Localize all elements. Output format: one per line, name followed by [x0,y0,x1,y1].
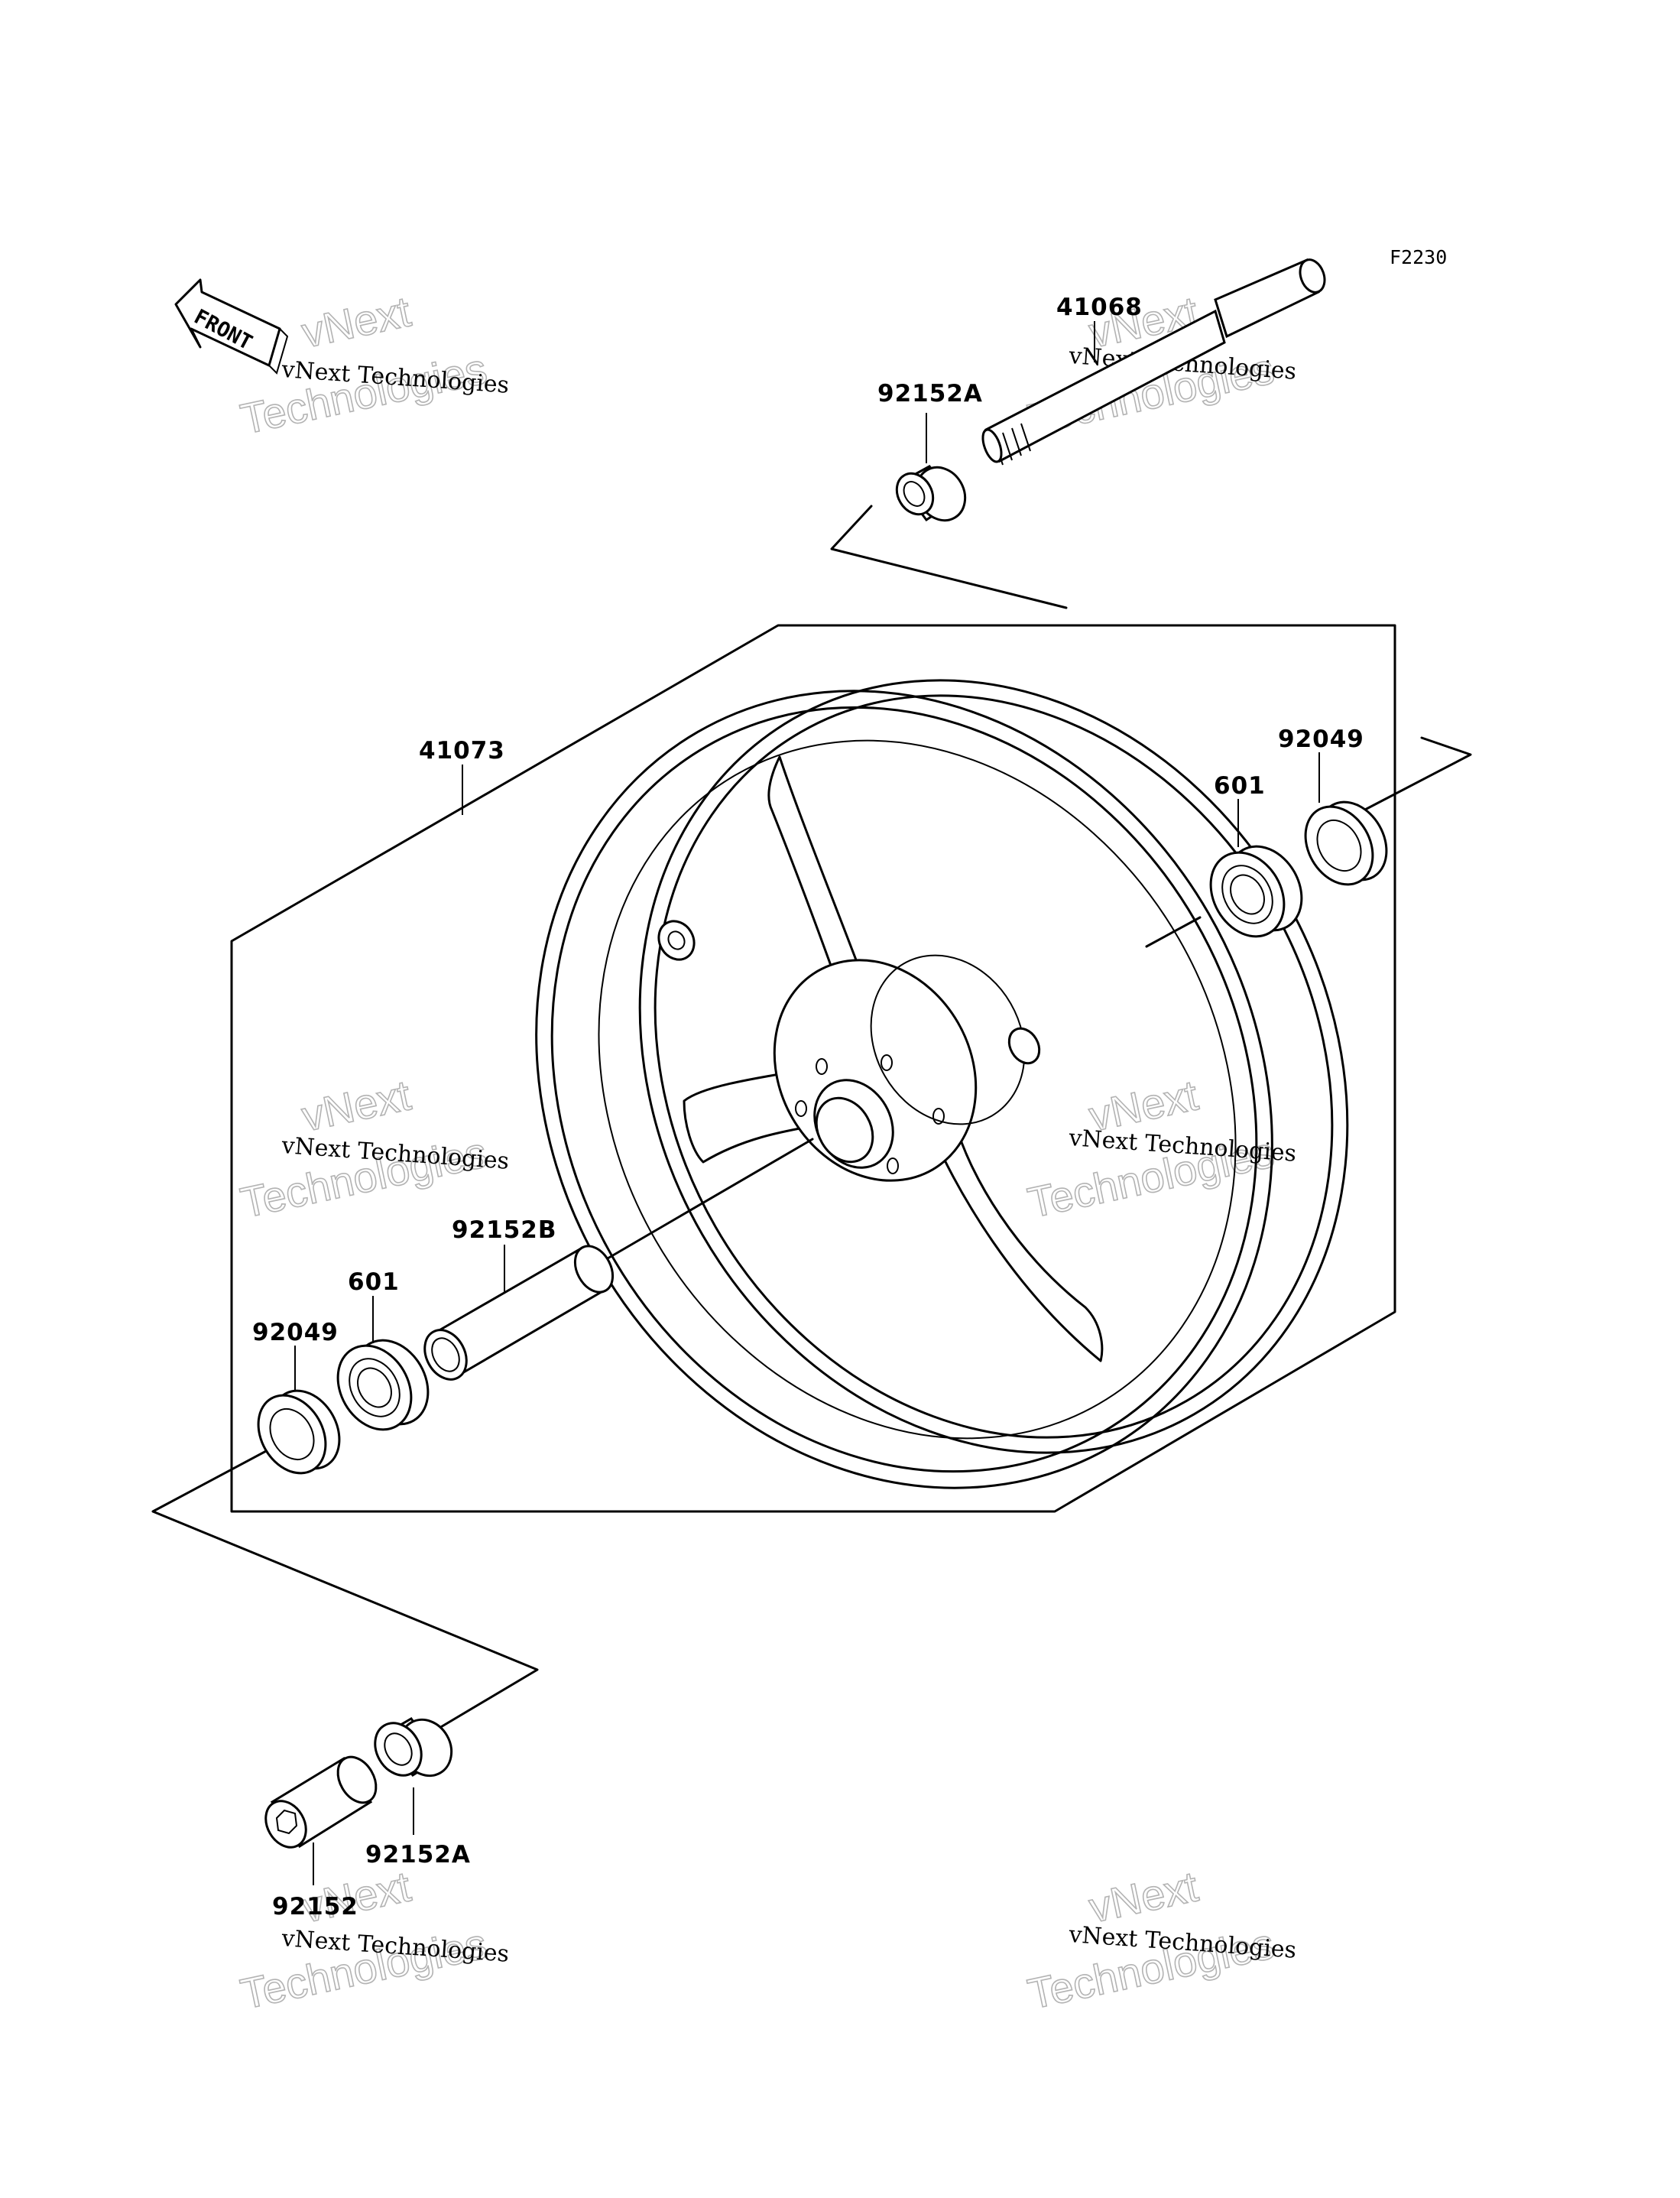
collar-top [895,465,967,522]
bearing-right-axis-leader [1145,916,1202,948]
svg-text:vNext: vNext [297,287,415,356]
oil-seal-right [1304,800,1388,886]
watermark-bottom-right: vNext Technologies vNext Technologies [1023,1861,1298,2018]
collar-nut [264,1755,378,1849]
oil-seal-left-part-number: 92049 [252,1319,339,1346]
axle [981,258,1326,466]
bearing-right [1209,845,1303,938]
watermark-bottom-left: vNext Technologies vNext Technologies [236,1861,511,2018]
left-collar-leader [151,1449,539,1729]
collar-nut-part-number: 92152 [272,1893,358,1920]
oil-seal-left [257,1389,341,1475]
axle-assembly-leader [830,505,1068,609]
right-seal-leader [1362,736,1472,812]
wheel [535,679,1349,1489]
figure-code: F2230 [1390,246,1447,268]
watermark-middle-left: vNext Technologies vNext Technologies [236,1070,511,1227]
front-arrow-icon: FRONT [174,278,289,375]
axle-part-number: 41068 [1056,294,1143,321]
svg-text:vNext: vNext [297,1070,415,1140]
wheel-part-number: 41073 [419,737,505,765]
collar-center-axis-leader [606,1138,814,1260]
svg-text:vNext: vNext [1085,1862,1202,1931]
bearing-left [336,1339,430,1431]
watermark-top-left: vNext Technologies vNext Technologies [236,286,511,443]
bearing-left-part-number: 601 [348,1268,400,1296]
oil-seal-right-part-number: 92049 [1278,726,1364,753]
exploded-view-frame [230,624,1396,1513]
collar-center-part-number: 92152B [452,1216,556,1244]
collar-top-part-number: 92152A [877,380,983,407]
collar-bottom [374,1717,453,1778]
collar-center [423,1245,615,1381]
bearing-right-part-number: 601 [1214,772,1266,800]
collar-bottom-part-number: 92152A [365,1841,471,1868]
